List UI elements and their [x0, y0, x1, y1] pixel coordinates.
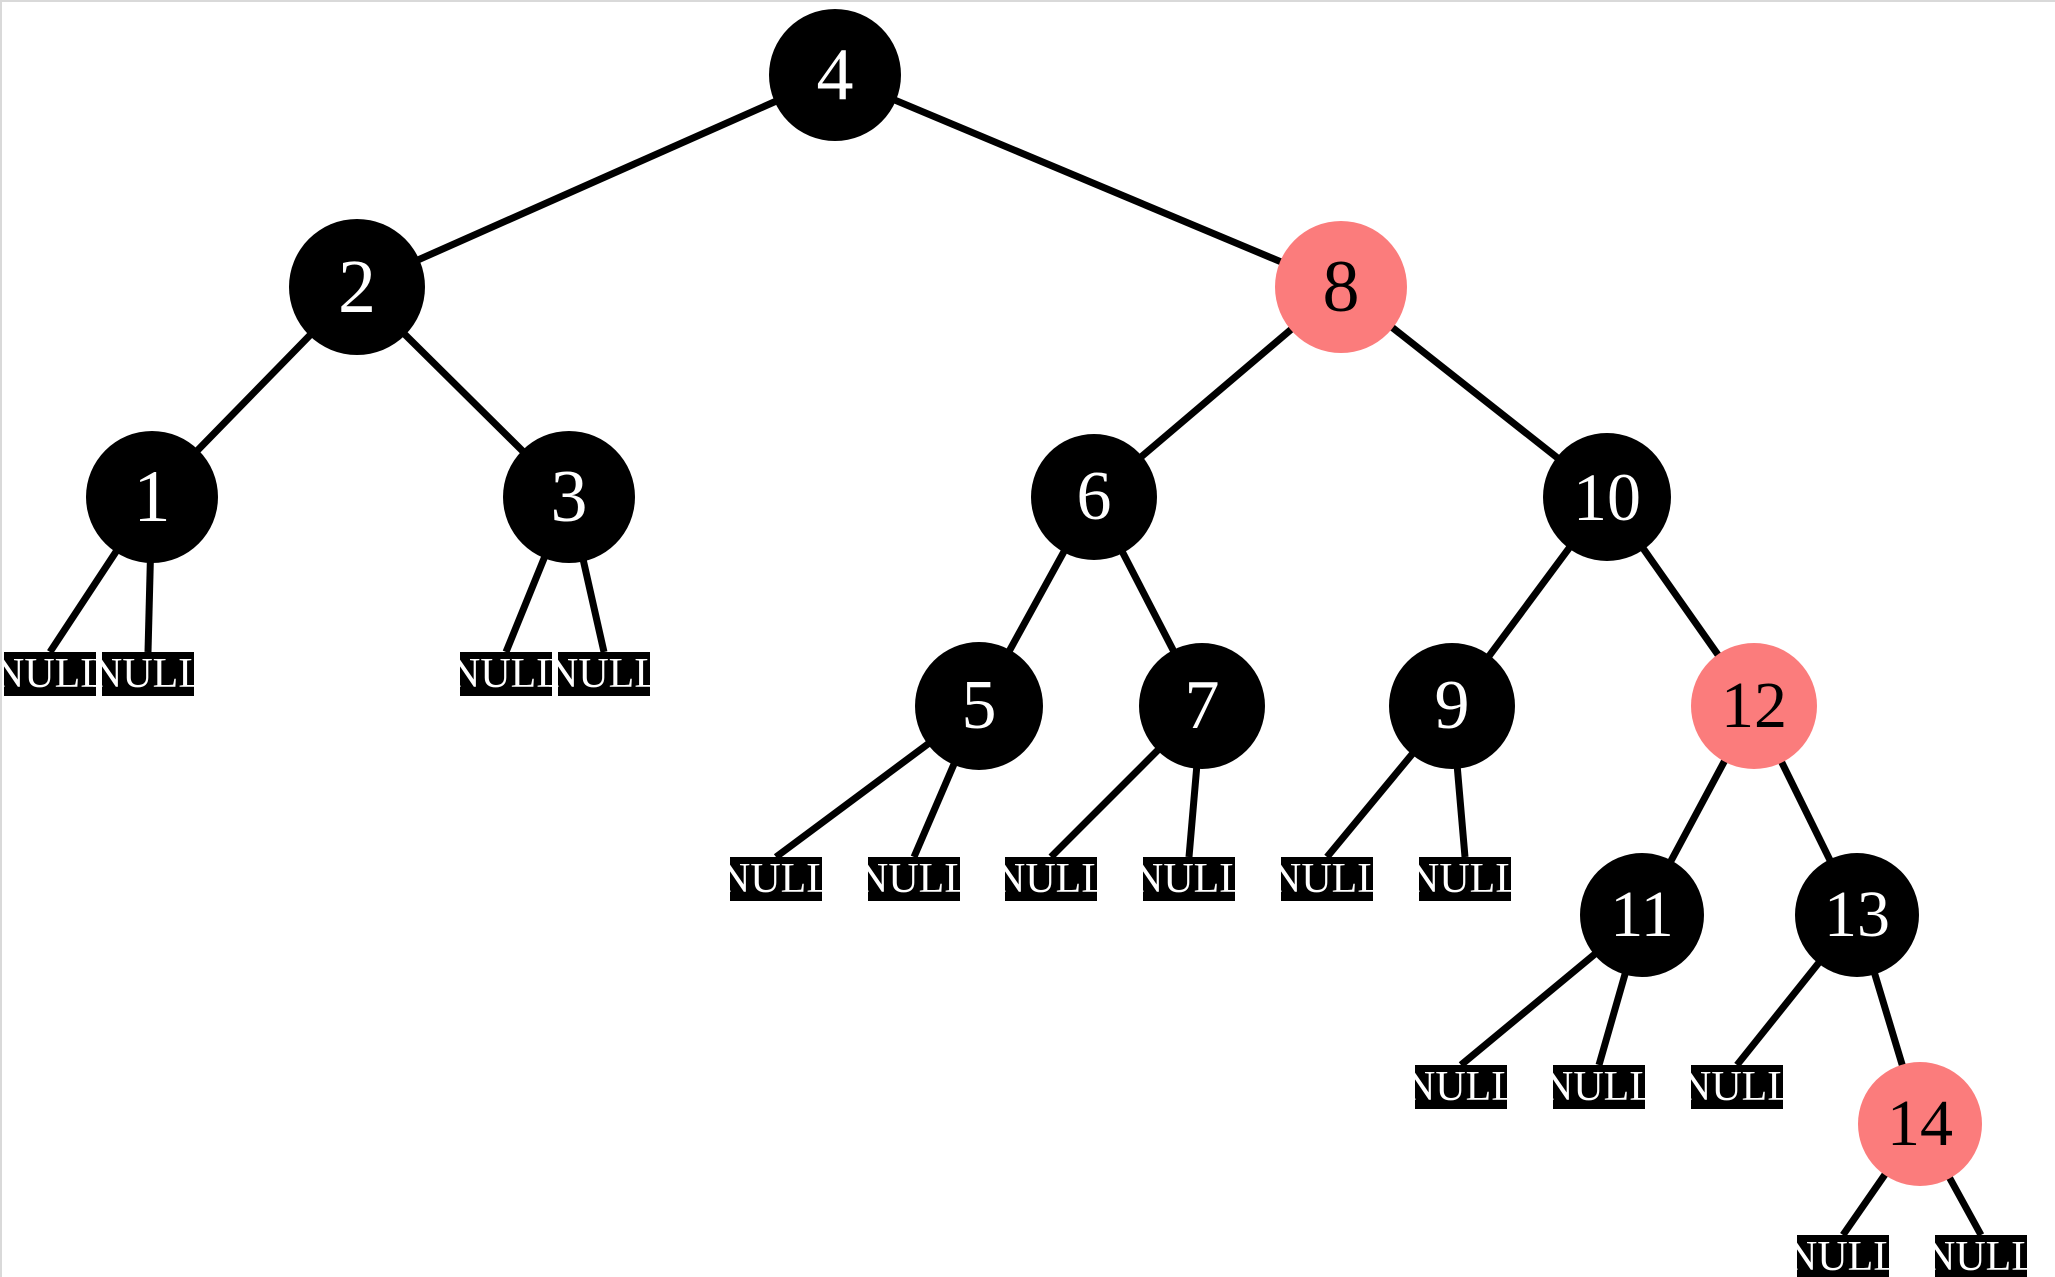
tree-node-10[interactable]: 10: [1543, 433, 1671, 561]
tree-null-leaf: NULL: [1271, 856, 1383, 902]
tree-null-leaf: NULL: [1681, 1064, 1793, 1110]
tree-node-13[interactable]: 13: [1795, 853, 1919, 977]
tree-node-2[interactable]: 2: [289, 219, 425, 355]
tree-null-leaf: NULL: [1925, 1234, 2037, 1277]
tree-null-leaf: NULL: [1409, 856, 1521, 902]
tree-null-leaf: NULL: [0, 651, 106, 697]
tree-node-11[interactable]: 11: [1580, 853, 1704, 977]
tree-node-1[interactable]: 1: [86, 431, 218, 563]
tree-node-12[interactable]: 12: [1691, 643, 1817, 769]
tree-null-leaf: NULL: [858, 856, 970, 902]
tree-edge: [833, 71, 1343, 291]
tree-node-8[interactable]: 8: [1275, 221, 1407, 353]
tree-node-3[interactable]: 3: [503, 431, 635, 563]
tree-null-leaf: NULL: [1405, 1064, 1517, 1110]
tree-null-leaf: NULL: [548, 651, 660, 697]
tree-null-leaf: NULL: [450, 651, 562, 697]
tree-node-9[interactable]: 9: [1389, 643, 1515, 769]
tree-null-leaf: NULL: [995, 856, 1107, 902]
tree-node-7[interactable]: 7: [1139, 643, 1265, 769]
tree-null-leaf: NULL: [1133, 856, 1245, 902]
tree-node-14[interactable]: 14: [1858, 1062, 1982, 1186]
tree-null-leaf: NULL: [92, 651, 204, 697]
tree-null-leaf: NULL: [1543, 1064, 1655, 1110]
tree-null-leaf: NULL: [720, 856, 832, 902]
tree-node-5[interactable]: 5: [915, 642, 1043, 770]
tree-node-4[interactable]: 4: [769, 9, 901, 141]
tree-null-leaf: NULL: [1787, 1234, 1899, 1277]
tree-edge: [355, 71, 837, 291]
tree-node-6[interactable]: 6: [1031, 434, 1157, 560]
